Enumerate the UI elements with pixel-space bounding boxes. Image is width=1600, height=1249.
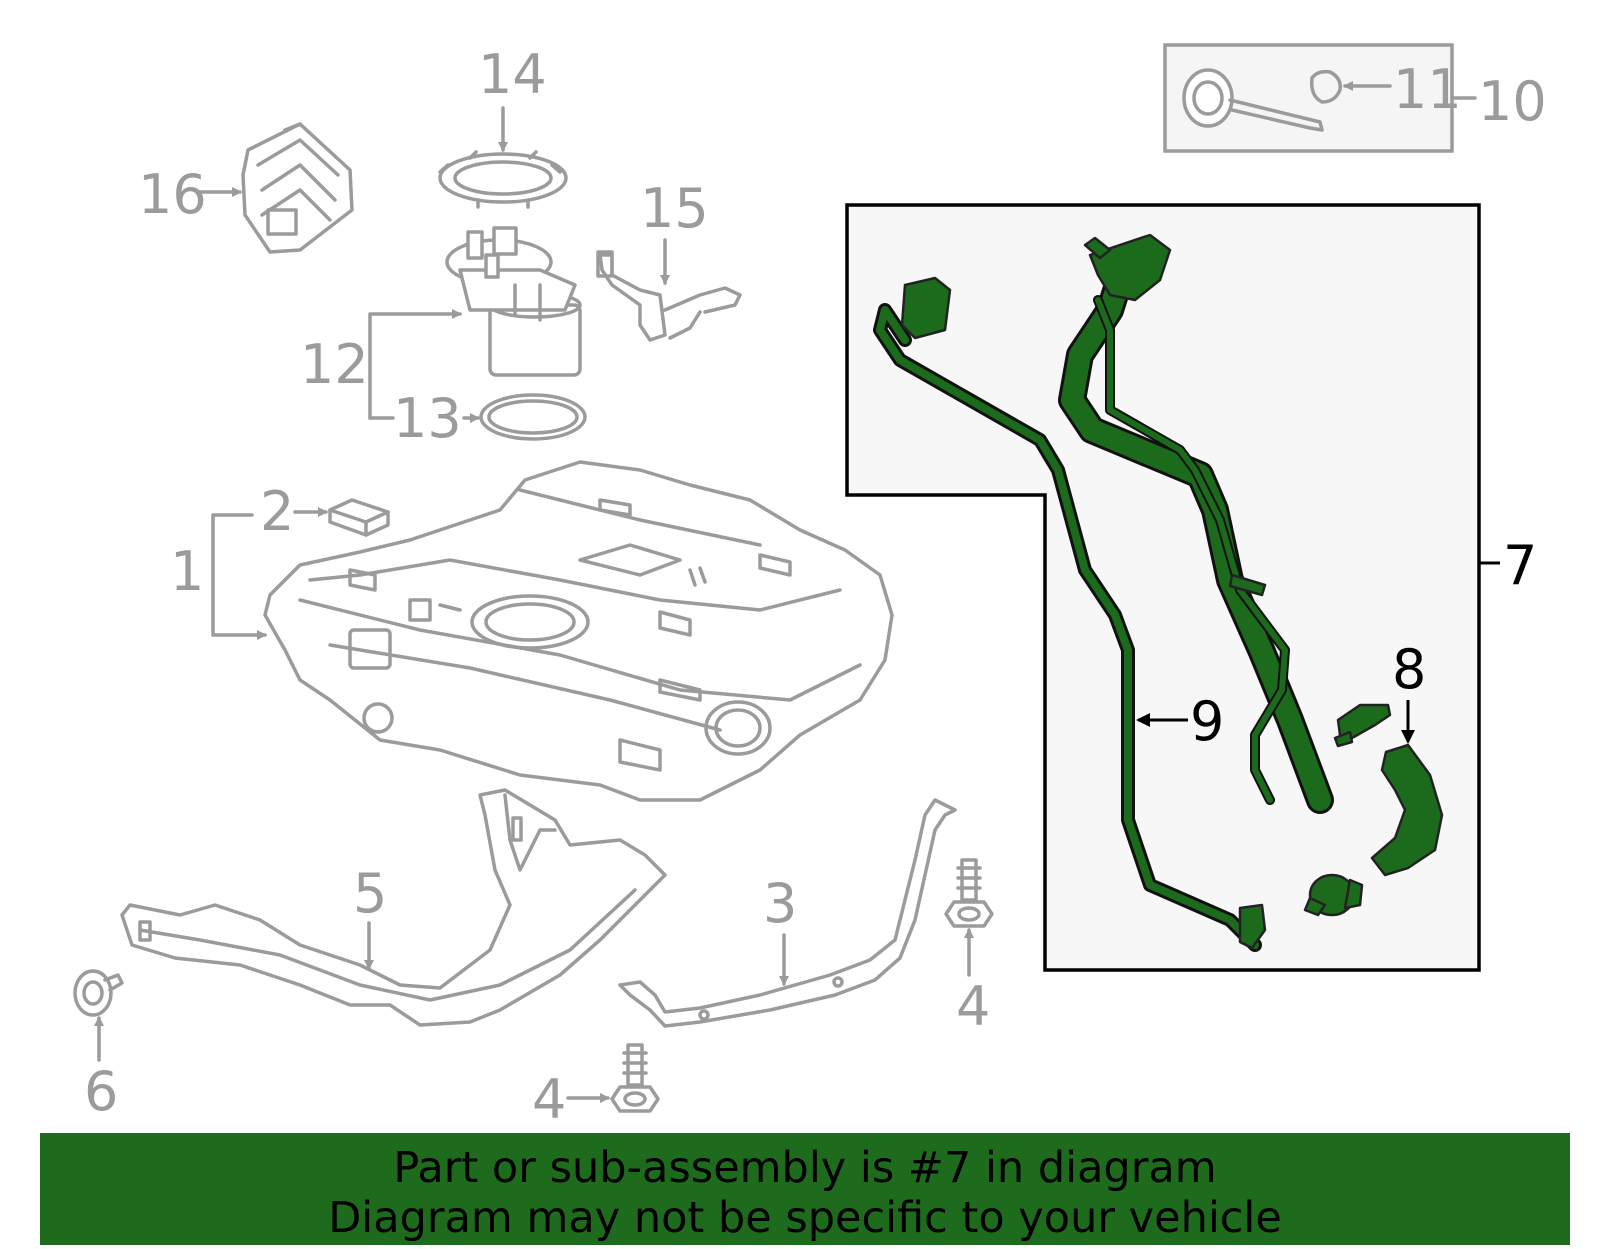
part-9-vent-hose (873, 276, 1267, 952)
callout-6: 6 (84, 1060, 118, 1123)
callout-4-left: 4 (532, 1068, 566, 1131)
part-15-level-sender (596, 250, 742, 342)
part-14-lock-ring (438, 150, 568, 209)
callout-13: 13 (393, 387, 462, 450)
callout-2: 2 (260, 480, 294, 543)
callout-3: 3 (763, 872, 797, 935)
callout-9: 9 (1190, 690, 1224, 753)
callout-10: 10 (1478, 70, 1547, 133)
part-4-bolt-b (610, 1043, 660, 1113)
callout-16: 16 (138, 163, 207, 226)
callout-12: 12 (300, 333, 369, 396)
part-7-filler-pipe-assembly (845, 203, 1481, 972)
bracket-1 (211, 513, 265, 635)
callout-4-right: 4 (956, 975, 990, 1038)
part-6-push-clip (73, 969, 124, 1017)
part-12-fuel-pump-module (445, 226, 582, 377)
part-10-fuel-cap-box (1163, 43, 1454, 153)
bracket-12 (368, 309, 462, 420)
part-4-bolt-a (944, 858, 994, 928)
part-2-insulator-pad (328, 498, 390, 537)
part-8-filler-hose (1303, 703, 1444, 917)
info-banner: Part or sub-assembly is #7 in diagram Di… (40, 1133, 1570, 1245)
callout-5: 5 (353, 862, 387, 925)
callout-14: 14 (478, 43, 547, 106)
callout-7: 7 (1503, 534, 1537, 597)
part-3-tank-strap (618, 798, 957, 1028)
callout-1: 1 (170, 540, 204, 603)
callout-11: 11 (1393, 58, 1462, 121)
part-5-heat-shield (120, 788, 667, 1027)
callout-15: 15 (640, 177, 709, 240)
callout-8: 8 (1392, 638, 1426, 701)
banner-line-2: Diagram may not be specific to your vehi… (328, 1193, 1282, 1243)
part-1-fuel-tank (263, 460, 894, 802)
banner-line-1: Part or sub-assembly is #7 in diagram (393, 1143, 1217, 1193)
part-16-control-module (241, 122, 354, 254)
part-13-seal (479, 393, 587, 441)
